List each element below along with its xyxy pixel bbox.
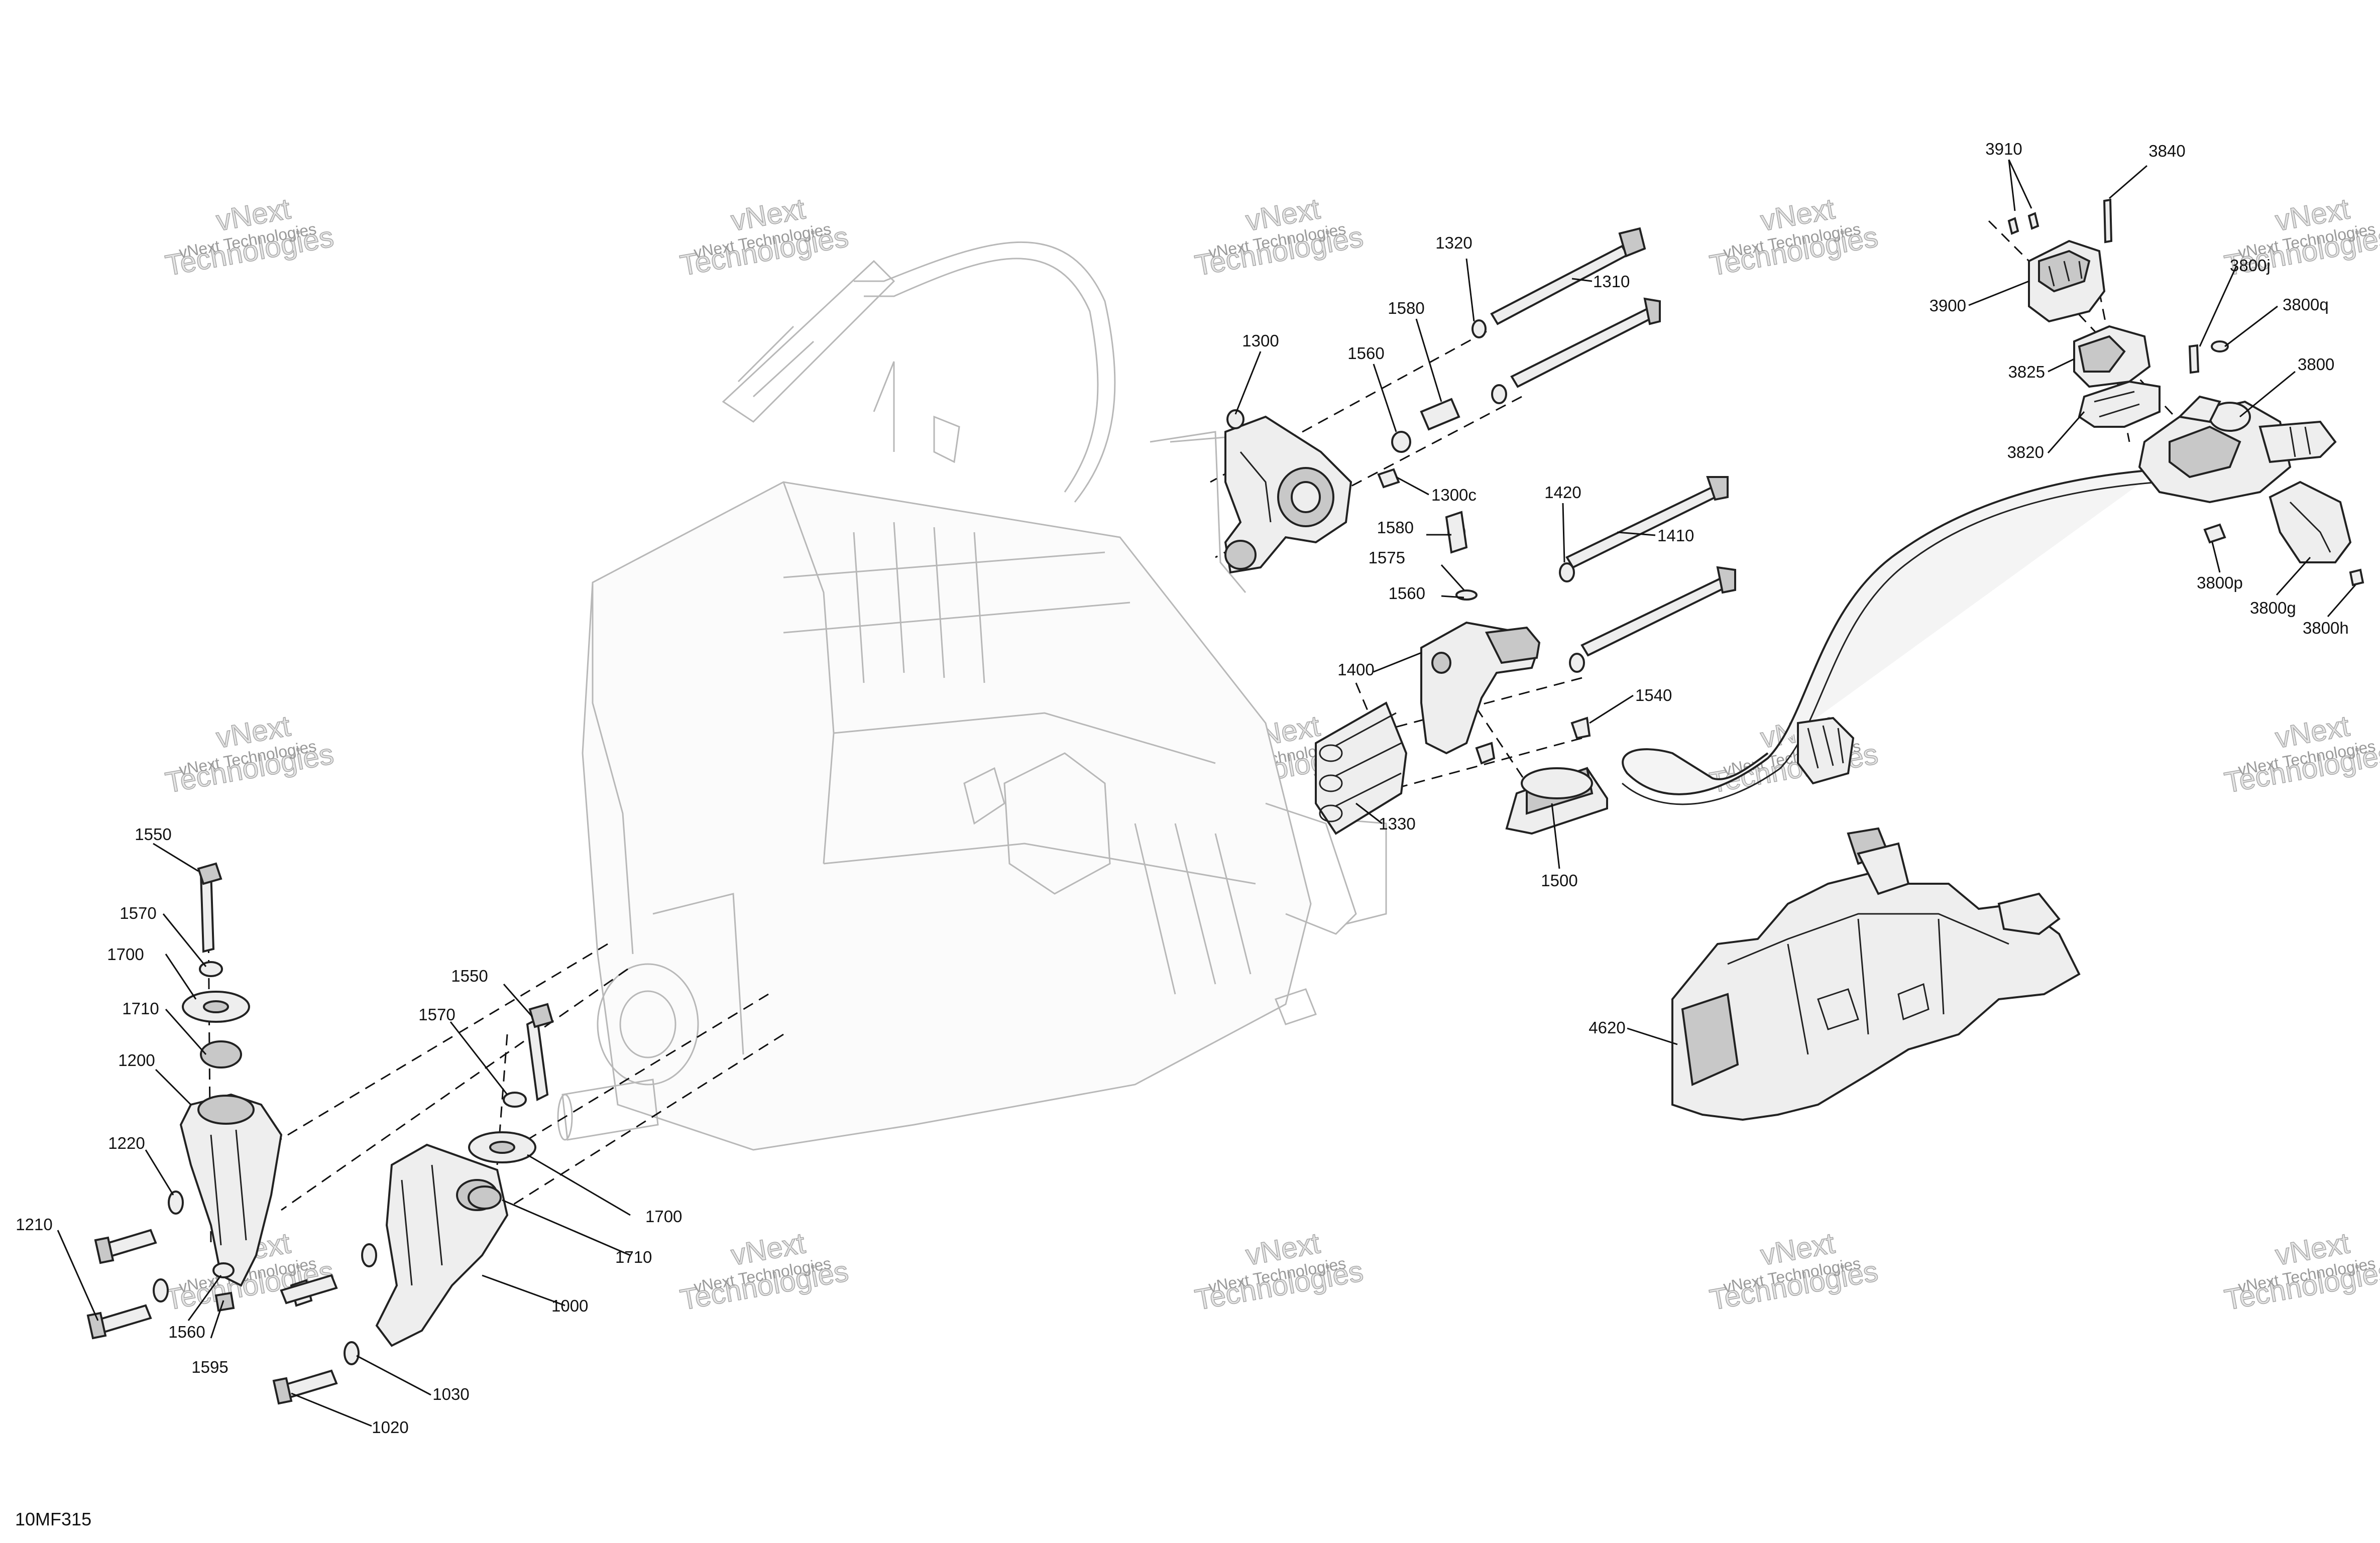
callout-label: 1550 [135, 825, 171, 844]
diagram-code: 10MF315 [15, 1509, 91, 1529]
callout-label: 1320 [1435, 233, 1472, 252]
callout-label: 3800j [2230, 256, 2271, 275]
callout-label: 4620 [1589, 1018, 1625, 1037]
callout-label: 1200 [118, 1051, 155, 1070]
callout-label: 1000 [551, 1296, 588, 1315]
engine-mount-1200 [86, 862, 313, 1340]
callout-label: 3800 [2298, 355, 2334, 374]
callout-label: 1700 [107, 945, 144, 964]
callout-label: 1410 [1657, 526, 1694, 545]
callout-label: 1560 [1347, 344, 1384, 363]
callout-label: 3900 [1930, 296, 1966, 315]
callout-label: 3800h [2303, 619, 2349, 637]
callout-label: 3800p [2197, 573, 2243, 592]
callout-label: 1595 [191, 1358, 228, 1376]
callout-label: 1570 [120, 904, 156, 922]
callout-label: 1710 [615, 1248, 652, 1266]
callout-label: 1300c [1431, 486, 1477, 504]
callout-label: 3800q [2283, 295, 2329, 314]
callout-label: 1030 [432, 1385, 469, 1403]
engine-assembly-ghost [557, 241, 1387, 1151]
intake-housing-4620 [1671, 827, 2081, 1121]
callout-label: 3825 [2008, 363, 2045, 381]
callout-label: 3800g [2250, 599, 2296, 617]
callout-label: 1310 [1593, 272, 1630, 291]
bracket-1400 [1420, 511, 1541, 755]
callout-label: 1210 [16, 1215, 52, 1234]
callout-label: 1220 [108, 1134, 145, 1152]
callout-label: 1570 [418, 1005, 455, 1024]
bracket-1300 [1224, 409, 1400, 574]
callout-label: 3840 [2148, 142, 2185, 160]
callout-label: 1550 [451, 967, 488, 985]
callout-label: 3820 [2007, 443, 2044, 461]
callout-label: 1710 [122, 999, 159, 1018]
callout-label: 1540 [1635, 686, 1672, 704]
callout-label: 1580 [1388, 299, 1424, 317]
callout-label: 1575 [1369, 548, 1405, 567]
callout-label: 3910 [1985, 140, 2022, 158]
shifter-assembly-3800 [2138, 395, 2364, 586]
callout-label: 1580 [1377, 518, 1414, 537]
callout-label: 1300 [1242, 331, 1279, 350]
callout-label: 1500 [1541, 871, 1577, 890]
shift-cable [1622, 468, 2160, 805]
callout-label: 1330 [1379, 814, 1415, 833]
shifter-components-3900-3825-3820 [2007, 198, 2229, 428]
callout-labels: 3910 3840 1320 1310 3800j 3900 3800q 130… [16, 140, 2348, 1437]
long-bolts [1391, 227, 1736, 673]
heat-shield-1330 [1315, 701, 1408, 835]
leader-lines [57, 159, 2356, 1427]
callout-label: 1700 [645, 1207, 682, 1226]
engine-mount-1000 [272, 1003, 554, 1405]
callout-label: 1020 [372, 1418, 408, 1437]
callout-label: 1560 [1389, 584, 1425, 603]
mount-1500 [1475, 717, 1608, 835]
callout-label: 1400 [1337, 660, 1374, 679]
callout-label: 1560 [168, 1323, 205, 1341]
callout-label: 1420 [1544, 483, 1581, 502]
